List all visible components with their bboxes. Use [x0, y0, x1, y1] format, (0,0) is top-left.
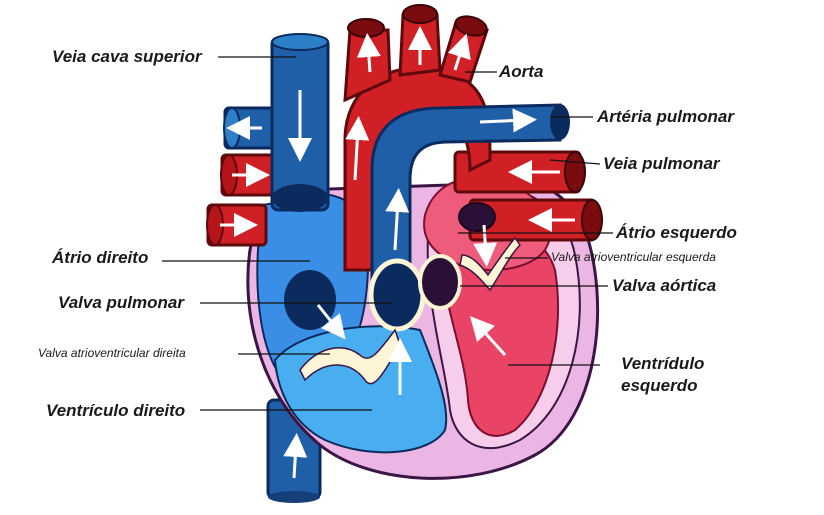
label-left-atrium: Átrio esquerdo [616, 223, 737, 242]
label-left-av-valve: Valva atrioventricular esquerda [551, 250, 716, 264]
label-right-ventricle: Ventrículo direito [46, 401, 186, 420]
valves [284, 236, 521, 385]
flow-arrows [283, 224, 507, 479]
leader-lines [162, 56, 613, 411]
label-left-ventricle-line2: esquerdo [621, 376, 698, 395]
label-right-atrium: Átrio direito [52, 248, 149, 267]
pulmonary-artery [370, 103, 570, 292]
label-aorta: Aorta [499, 62, 544, 81]
label-pulmonary-valve: Valva pulmonar [58, 293, 184, 312]
label-superior-vena-cava: Veia cava superior [52, 47, 202, 66]
label-right-av-valve: Valva atrioventricular direita [38, 346, 186, 360]
superior-vena-cava [270, 33, 330, 212]
label-pulmonary-vein: Veia pulmonar [603, 154, 720, 173]
label-left-ventricle-line1: Ventrídulo [621, 354, 705, 373]
label-aortic-valve: Valva aórtica [612, 276, 717, 295]
label-left-ventricle: Ventrídulo esquerdo [621, 353, 704, 397]
label-pulmonary-artery: Artéria pulmonar [597, 107, 734, 126]
pulmonary-veins [453, 150, 603, 242]
